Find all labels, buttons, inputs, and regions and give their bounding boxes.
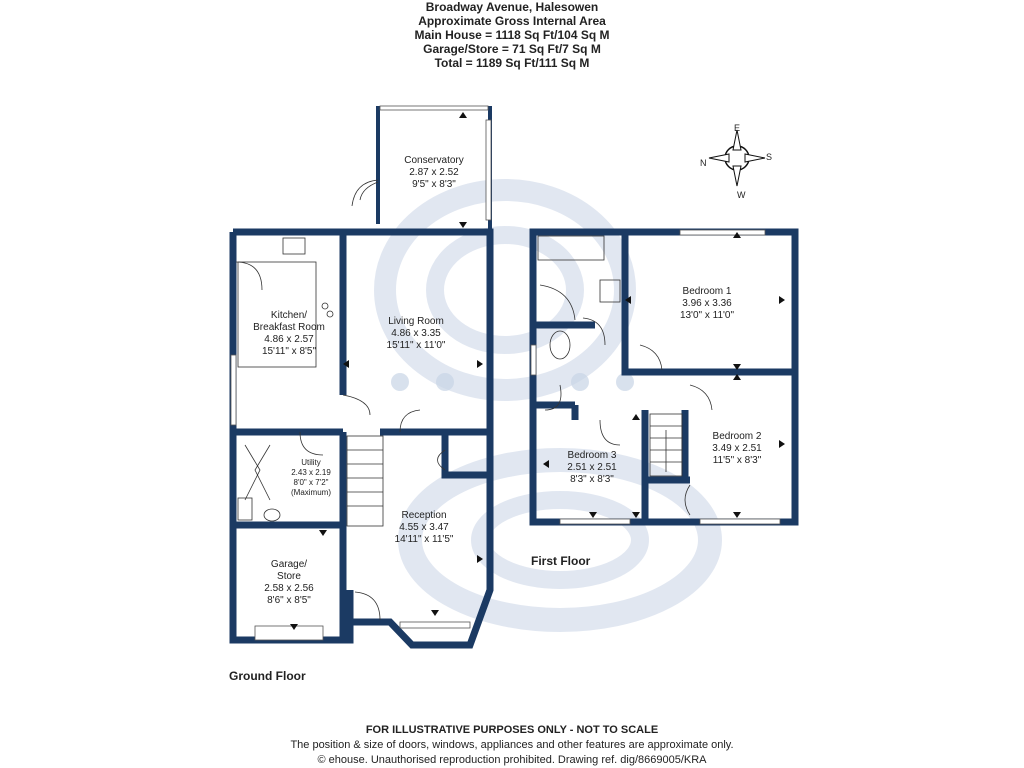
copyright-text: © ehouse. Unauthorised reproduction proh… (317, 754, 707, 766)
plan-footer: FOR ILLUSTRATIVE PURPOSES ONLY - NOT TO … (0, 723, 1024, 768)
room-imperial: 11'5" x 8'3" (713, 455, 762, 466)
compass-icon: E N S W (700, 123, 772, 200)
room-name: Reception (401, 510, 446, 521)
compass-s: S (766, 152, 772, 162)
room-utility: Utility 2.43 x 2.19 8'0" x 7'2" (Maximum… (291, 458, 331, 497)
room-note: (Maximum) (291, 488, 331, 497)
first-floor-label: First Floor (531, 554, 591, 568)
room-bedroom-1: Bedroom 1 3.96 x 3.36 13'0" x 11'0" (680, 286, 735, 321)
room-imperial: 9'5" x 8'3" (412, 179, 456, 190)
room-name: Bedroom 2 (713, 431, 762, 442)
area-title: Approximate Gross Internal Area (418, 14, 606, 28)
compass-n: N (700, 158, 707, 168)
main-house-area: Main House = 1118 Sq Ft/104 Sq M (414, 28, 610, 42)
first-floor-plan (529, 228, 799, 526)
room-imperial: 8'3" x 8'3" (570, 474, 614, 485)
room-name: Garage/ (271, 559, 307, 570)
room-name: Living Room (388, 316, 444, 327)
approximation-note: The position & size of doors, windows, a… (290, 739, 734, 751)
room-imperial: 15'11" x 8'5" (262, 346, 317, 357)
room-metric: 2.87 x 2.52 (409, 167, 459, 178)
room-bedroom-3: Bedroom 3 2.51 x 2.51 8'3" x 8'3" (567, 450, 617, 485)
room-garage: Garage/ Store 2.58 x 2.56 8'6" x 8'5" (264, 559, 314, 606)
room-metric: 3.49 x 2.51 (712, 443, 762, 454)
ground-floor-plan (229, 105, 494, 649)
first-stairs (649, 413, 683, 477)
ground-floor-label: Ground Floor (229, 669, 306, 683)
room-imperial: 8'6" x 8'5" (267, 595, 311, 606)
room-metric: 3.96 x 3.36 (682, 298, 732, 309)
compass-w: W (737, 190, 746, 200)
room-metric: 2.58 x 2.56 (264, 583, 314, 594)
garage-store-area: Garage/Store = 71 Sq Ft/7 Sq M (423, 42, 601, 56)
room-reception: Reception 4.55 x 3.47 14'11" x 11'5" (395, 510, 454, 545)
room-name: Conservatory (404, 155, 463, 166)
room-name: Kitchen/ (271, 310, 307, 321)
room-name: Bedroom 1 (683, 286, 732, 297)
room-conservatory: Conservatory 2.87 x 2.52 9'5" x 8'3" (404, 155, 463, 190)
ground-stairs (346, 435, 384, 527)
room-name-2: Store (277, 571, 301, 582)
room-name: Utility (301, 458, 321, 467)
room-metric: 2.43 x 2.19 (291, 468, 331, 477)
room-name-2: Breakfast Room (253, 322, 325, 333)
room-imperial: 8'0" x 7'2" (294, 478, 329, 487)
room-living: Living Room 4.86 x 3.35 15'11" x 11'0" (387, 316, 446, 351)
room-name: Bedroom 3 (568, 450, 617, 461)
room-metric: 4.86 x 2.57 (264, 334, 314, 345)
room-kitchen: Kitchen/ Breakfast Room 4.86 x 2.57 15'1… (253, 310, 325, 357)
total-area: Total = 1189 Sq Ft/111 Sq M (434, 56, 590, 70)
room-imperial: 13'0" x 11'0" (680, 310, 735, 321)
compass-e: E (734, 123, 740, 133)
room-metric: 4.55 x 3.47 (399, 522, 449, 533)
address-title: Broadway Avenue, Halesowen (425, 0, 599, 14)
room-metric: 4.86 x 3.35 (391, 328, 441, 339)
disclaimer-text: FOR ILLUSTRATIVE PURPOSES ONLY - NOT TO … (365, 724, 659, 736)
plan-header: Broadway Avenue, Halesowen Approximate G… (0, 0, 1024, 70)
room-imperial: 14'11" x 11'5" (395, 534, 454, 545)
room-imperial: 15'11" x 11'0" (387, 340, 446, 351)
room-metric: 2.51 x 2.51 (567, 462, 617, 473)
room-bedroom-2: Bedroom 2 3.49 x 2.51 11'5" x 8'3" (712, 431, 762, 466)
